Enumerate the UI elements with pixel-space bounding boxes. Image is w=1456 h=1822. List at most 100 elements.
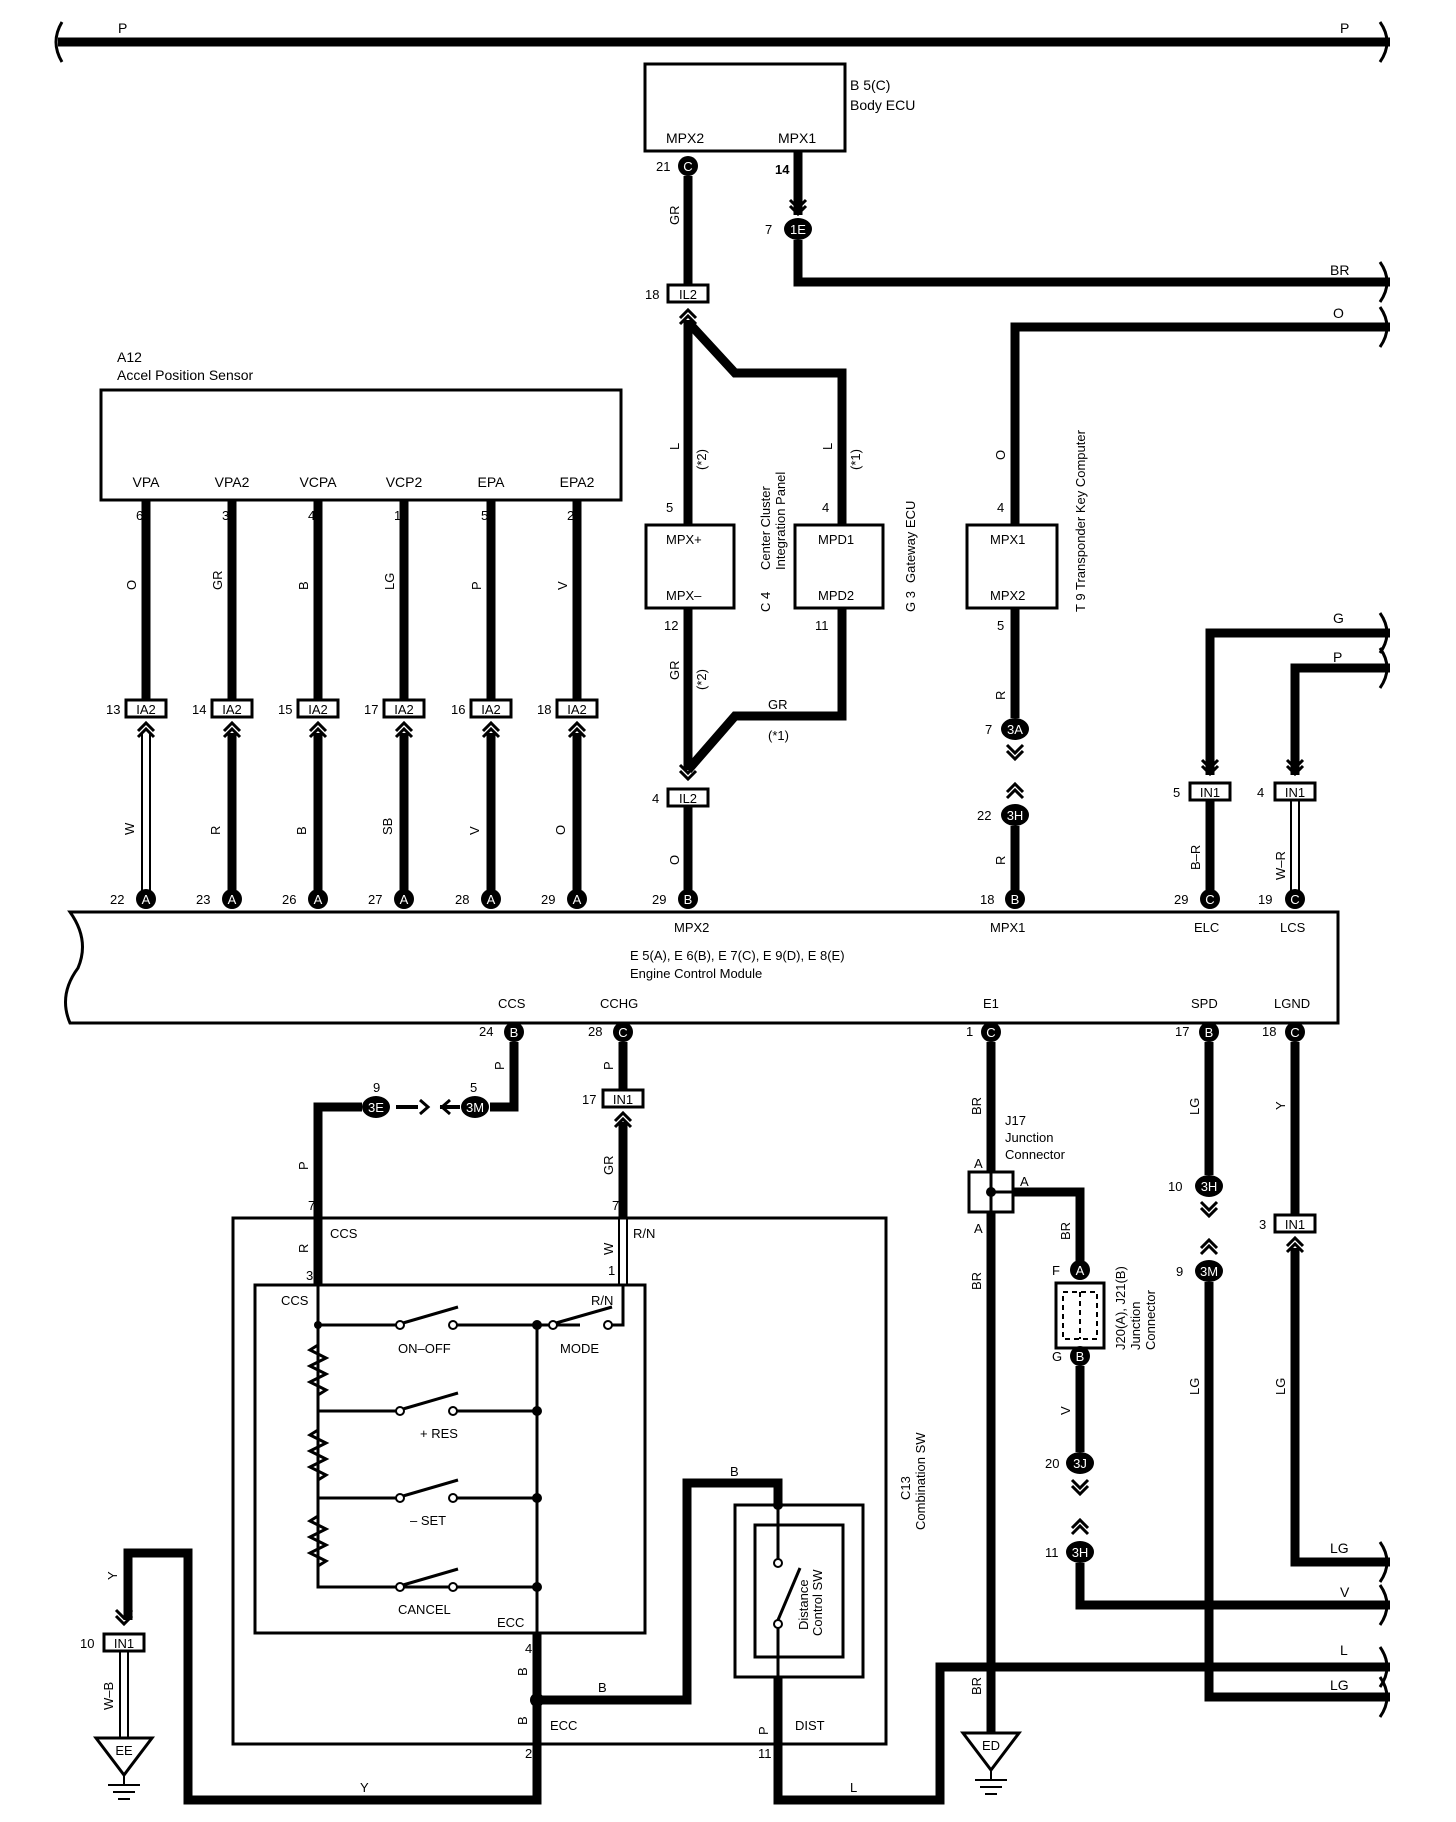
pin-number: 4 (525, 1641, 532, 1656)
pin-number: 3 (222, 508, 229, 523)
connector-label: IA2 (308, 702, 328, 717)
switch-blade (402, 1305, 459, 1325)
switch-blade (402, 1478, 459, 1498)
pin-label: DIST (795, 1718, 825, 1733)
conn-letter: C (1205, 892, 1214, 907)
switch-contact (395, 1320, 405, 1330)
pin-number: 23 (196, 892, 210, 907)
component-id: A12 (117, 349, 142, 365)
pin-label: CCS (330, 1226, 358, 1241)
wire-label: P (296, 1161, 311, 1170)
connector-c-icon (678, 156, 698, 176)
component-name: Distance (796, 1579, 811, 1630)
sensor-pin-label: VCPA (299, 474, 337, 490)
wire-label: V (1058, 1406, 1073, 1415)
pin-number: 28 (455, 892, 469, 907)
conn-letter: C (683, 159, 692, 174)
top-bus-label-right: P (1340, 20, 1349, 36)
body-ecu-id: B 5(C) (850, 77, 890, 93)
connector-box (210, 698, 254, 719)
wire-label: LG (1187, 1378, 1202, 1395)
body-ecu: B 5(C) Body ECU MPX2 MPX1 21 C 14 1E 7 B… (643, 62, 1390, 303)
wire-label: R (993, 856, 1008, 865)
conn-letter: 3E (368, 1100, 384, 1115)
wire-label: O (667, 855, 682, 865)
wire-label: GR (768, 697, 788, 712)
note-label: (*2) (694, 449, 709, 470)
switch-label: MODE (560, 1341, 599, 1356)
engine-control-module: E 5(A), E 6(B), E 7(C), E 9(D), E 8(E) E… (64, 889, 1340, 1042)
switch-contact (395, 1582, 405, 1592)
transponder-key-computer: MPX1 MPX2 4 5 T 9 Transponder Key Comput… (965, 429, 1088, 902)
wire-label: R (208, 826, 223, 835)
component-name: Connector (1005, 1147, 1066, 1162)
component-id: T 9 (1073, 593, 1088, 612)
component-id: J17 (1005, 1113, 1026, 1128)
conn-letter: B (1205, 1025, 1214, 1040)
connector-label: IA2 (136, 702, 156, 717)
pin-number: 13 (106, 702, 120, 717)
connector-box (296, 698, 340, 719)
sensor-pin-label: EPA2 (560, 474, 595, 490)
spd-wire: LG 3H 10 3M 9 LG LG (1168, 1042, 1390, 1718)
wire-label: O (553, 825, 568, 835)
wire-label: BR (969, 1097, 984, 1115)
pin-number: 29 (652, 892, 666, 907)
pin-number: 3 (1259, 1217, 1266, 1232)
pin-label: MPD2 (818, 588, 854, 603)
top-bus-wire: P P (54, 20, 1390, 63)
component-id: C13 (898, 1476, 913, 1500)
conn-letter: A (314, 892, 323, 907)
wire-label: R (296, 1244, 311, 1253)
switch-blade (555, 1305, 613, 1325)
wire-label: W (122, 822, 137, 835)
wire-label: P (1333, 649, 1342, 665)
wire-label: B (598, 1680, 607, 1695)
pin-number: 5 (997, 618, 1004, 633)
pin-label: ECC (497, 1615, 524, 1630)
wire-label: LG (1187, 1098, 1202, 1115)
junction-dot (532, 1320, 542, 1330)
switch-contact (448, 1582, 458, 1592)
pin-number: 10 (1168, 1179, 1182, 1194)
pin-number: 27 (368, 892, 382, 907)
pin-label: A (1020, 1174, 1029, 1189)
pin-number: 18 (1262, 1024, 1276, 1039)
elc-lcs-wires: G P IN1 5 B–R IN1 4 W–R (1173, 610, 1390, 902)
wire-label: Y (1273, 1101, 1288, 1110)
pin-number: 4 (1257, 785, 1264, 800)
pin-number: 17 (582, 1092, 596, 1107)
wire-label-br: BR (1330, 262, 1349, 278)
switch-label: CANCEL (398, 1602, 451, 1617)
pin-label: MPD1 (818, 532, 854, 547)
junction-dot (532, 1406, 542, 1416)
wire-label: B (730, 1464, 739, 1479)
connector-box (469, 698, 513, 719)
wire-label: L (1340, 1642, 1348, 1658)
ecm-pin-label: CCS (498, 996, 526, 1011)
switch-label: ON–OFF (398, 1341, 451, 1356)
pin-label: G (1052, 1349, 1062, 1364)
conn-letter: B (1076, 1349, 1085, 1364)
ecm-title: E 5(A), E 6(B), E 7(C), E 9(D), E 8(E) (630, 948, 845, 963)
component-name: Junction (1005, 1130, 1053, 1145)
switch-contact (395, 1406, 405, 1416)
pin-number: 28 (588, 1024, 602, 1039)
gateway-ecu: MPD1 MPD2 4 11 G 3 Gateway ECU (793, 500, 918, 633)
lgnd-wire: Y IN1 3 LG LG (1259, 1042, 1390, 1583)
conn-letter: A (228, 892, 237, 907)
pin-number: 10 (80, 1636, 94, 1651)
wire-label: LG (1330, 1677, 1349, 1693)
connector-a-icon (136, 889, 156, 909)
wire-label: BR (969, 1272, 984, 1290)
conn-letter: 3J (1073, 1456, 1087, 1471)
pin-number: 4 (997, 500, 1004, 515)
pin-number: 9 (373, 1080, 380, 1095)
component-name: Accel Position Sensor (117, 367, 254, 383)
wire-label: Y (360, 1780, 369, 1795)
wire-label: B–R (1188, 845, 1203, 870)
pin-label: ECC (550, 1718, 577, 1733)
wire-label: O (124, 580, 139, 590)
pin-number: 7 (612, 1198, 619, 1213)
